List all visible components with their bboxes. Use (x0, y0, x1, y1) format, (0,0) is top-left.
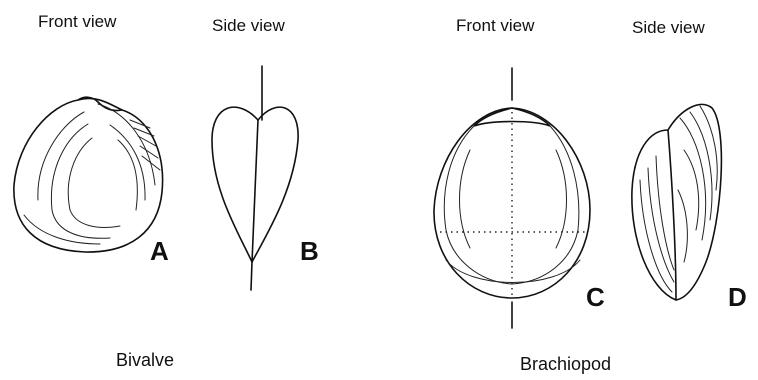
figure-letter-c: C (586, 282, 605, 313)
brachiopod-front-shell (434, 68, 590, 328)
figure-letter-b: B (300, 236, 319, 267)
brachiopod-caption: Brachiopod (520, 354, 611, 375)
brachiopod-side-shell (632, 104, 722, 300)
figure-letter-a: A (150, 236, 169, 267)
bivalve-caption: Bivalve (116, 350, 174, 371)
bivalve-front-shell (14, 97, 163, 252)
bivalve-side-shell (212, 66, 298, 290)
figure-letter-d: D (728, 282, 747, 313)
